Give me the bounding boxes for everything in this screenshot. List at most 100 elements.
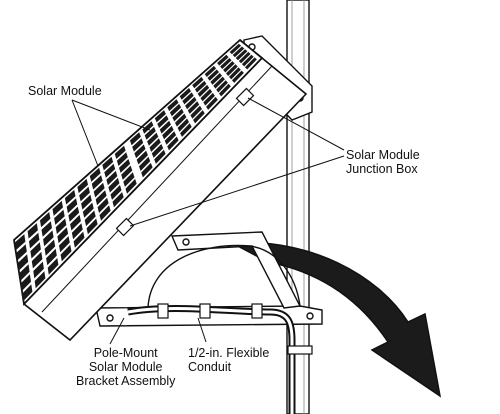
solar-module-label: Solar Module	[28, 84, 102, 98]
pv-cell	[79, 186, 90, 202]
pv-cell	[44, 239, 56, 256]
pv-cell	[203, 92, 215, 106]
pv-cell	[142, 121, 154, 134]
pv-cell	[162, 125, 174, 140]
pv-cell	[68, 206, 80, 222]
bracket-assembly-label: Pole-Mount Solar Module Bracket Assembly	[76, 346, 175, 388]
pv-cell	[70, 214, 81, 231]
pv-cell	[104, 163, 116, 178]
pv-cell	[46, 248, 57, 266]
pv-cell	[114, 145, 126, 159]
pv-cell	[93, 182, 105, 198]
bracket-line-2: Solar Module	[88, 360, 163, 374]
junction-box-line-2: Junction Box	[346, 162, 418, 176]
pv-cell	[179, 88, 191, 100]
pv-cell	[30, 242, 41, 259]
pv-cell	[106, 170, 118, 186]
pv-cell	[77, 178, 88, 194]
conduit-line-2: Conduit	[188, 360, 232, 374]
pv-cell	[207, 69, 219, 81]
pv-cell	[217, 54, 229, 66]
pv-cell	[54, 209, 65, 225]
pv-cell	[180, 123, 192, 137]
pv-cell	[192, 76, 204, 89]
pv-cell	[97, 197, 109, 213]
pv-cell	[245, 57, 257, 70]
pv-cell	[141, 162, 153, 178]
pv-cell	[213, 76, 225, 89]
pv-cell	[71, 223, 83, 240]
pv-cell	[229, 43, 242, 55]
pv-cell	[147, 132, 159, 146]
pv-cell	[154, 110, 166, 123]
pv-cell	[17, 254, 29, 271]
pv-cell	[172, 108, 184, 122]
pv-cell	[33, 261, 44, 279]
pv-cell	[125, 178, 137, 194]
pv-cell	[91, 175, 103, 190]
solar-module-text: Solar Module	[28, 84, 102, 98]
pv-cell	[34, 271, 46, 289]
junction-box-line-1: Solar Module	[346, 148, 420, 162]
pv-cell	[119, 159, 131, 173]
pv-cell	[134, 144, 146, 159]
rotation-arrow	[229, 241, 442, 398]
pv-cell	[223, 61, 235, 73]
pv-cell	[89, 167, 101, 182]
pv-cell	[121, 165, 133, 180]
pv-cell	[52, 200, 63, 216]
pv-cell	[84, 210, 96, 227]
flexible-conduit	[127, 303, 313, 414]
pv-cell	[16, 244, 27, 261]
pv-cell	[219, 83, 231, 97]
junction-boxes	[115, 87, 255, 237]
pv-cell	[64, 189, 76, 205]
pv-cell	[175, 113, 187, 127]
pv-cell	[204, 65, 217, 77]
pv-cell	[41, 221, 52, 237]
pv-cell	[232, 70, 244, 83]
pv-cell	[66, 198, 78, 214]
pv-cell	[154, 149, 166, 164]
pv-cell	[102, 156, 114, 171]
pv-cell	[177, 118, 189, 132]
pv-cell	[110, 185, 122, 200]
pv-cell	[144, 126, 156, 140]
pv-cell	[193, 110, 205, 124]
pv-cell	[57, 227, 69, 244]
pv-cell	[185, 96, 197, 110]
pv-cell	[15, 234, 26, 250]
pv-cell	[60, 244, 72, 262]
pv-cell	[99, 205, 111, 221]
pv-cell	[187, 101, 200, 114]
solar-module-panel	[13, 38, 264, 306]
pv-cell	[229, 67, 241, 80]
pv-cell	[216, 80, 228, 93]
pv-cell	[226, 64, 238, 76]
pv-cell	[164, 131, 177, 145]
pv-cell	[95, 190, 107, 206]
leader-lines	[71, 97, 345, 345]
pv-cell	[86, 218, 98, 235]
pv-cell	[47, 258, 59, 275]
pv-cell	[31, 251, 43, 269]
pv-cell	[197, 84, 210, 97]
bracket-line-3: Bracket Assembly	[76, 374, 176, 388]
pv-cell	[108, 177, 120, 193]
pv-cell	[238, 51, 251, 64]
pv-cell	[195, 80, 207, 93]
pv-cell	[151, 144, 164, 158]
pv-cell	[43, 230, 54, 247]
pv-cell	[190, 105, 202, 119]
pv-cell	[139, 156, 151, 171]
pv-cell	[235, 49, 248, 61]
pv-cell	[159, 120, 171, 134]
pv-cell	[27, 223, 38, 239]
pv-cell	[132, 138, 144, 152]
panel-cells	[15, 43, 257, 302]
pv-cell	[116, 152, 128, 166]
pv-cell	[167, 99, 179, 112]
pv-cell	[206, 96, 218, 110]
